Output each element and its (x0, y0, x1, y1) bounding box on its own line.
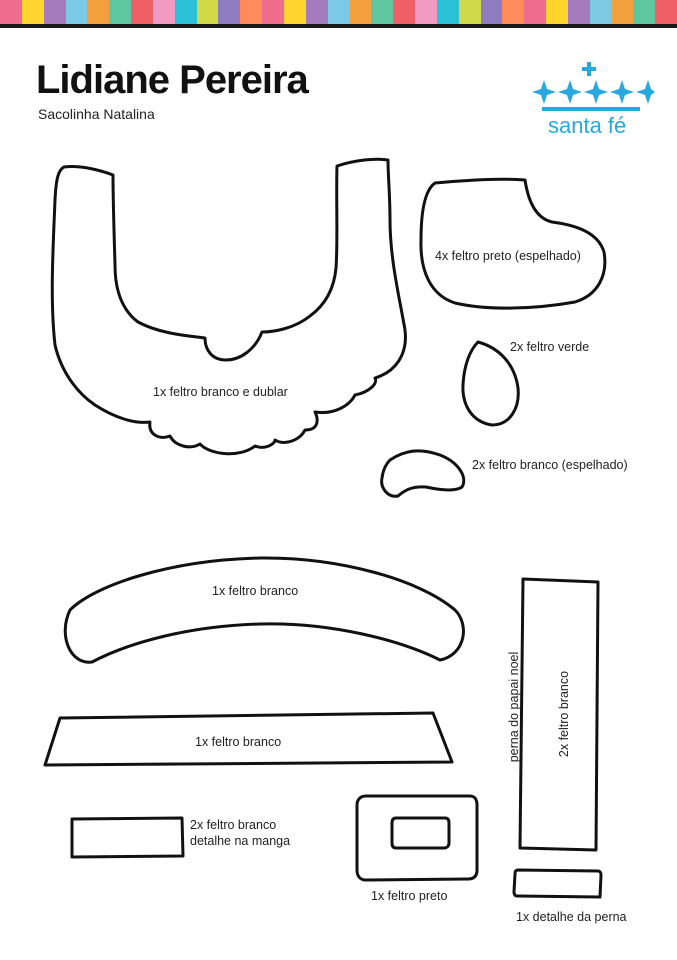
stripe-segment (436, 0, 459, 27)
buckle-outer-outline (355, 794, 479, 882)
stripe-segment (240, 0, 263, 27)
stripe-segment (415, 0, 437, 27)
page-subtitle: Sacolinha Natalina (38, 106, 155, 122)
stripe-segment (21, 0, 44, 27)
stars-cross-icon (532, 62, 655, 111)
stripe-segment (87, 0, 110, 27)
strip-label: 1x feltro branco (195, 735, 282, 749)
leg-detail-label: 1x detalhe da perna (516, 910, 627, 924)
leg-label: 2x feltro branco (557, 670, 571, 758)
logo-text: santa fé (548, 113, 627, 138)
buckle-label: 1x feltro preto (371, 889, 448, 903)
stripe-segment (131, 0, 153, 27)
stripe-segment (262, 0, 284, 27)
boot-piece-outline (419, 177, 607, 310)
stripe-segment (0, 0, 22, 27)
leaf-label: 2x feltro verde (510, 340, 590, 354)
arc-piece-outline (63, 556, 465, 664)
stripe-segment (174, 0, 197, 27)
stripe-underline (0, 24, 677, 28)
stripe-segment (458, 0, 481, 27)
leaf-piece-outline (461, 340, 520, 427)
arc-label: 1x feltro branco (212, 584, 299, 598)
stripe-segment (349, 0, 372, 27)
leg-detail-outline (512, 868, 603, 899)
stripe-segment (567, 0, 590, 27)
stripe-segment (502, 0, 525, 27)
stripe-segment (546, 0, 568, 27)
stripe-segment (109, 0, 132, 27)
page-title: Lidiane Pereira (36, 58, 309, 102)
stripe-segment (589, 0, 612, 27)
stripe-segment (283, 0, 306, 27)
stripe-segment (393, 0, 416, 27)
beard-piece-outline (50, 157, 407, 456)
bean-label: 2x feltro branco (espelhado) (472, 458, 628, 472)
stripe-segment (305, 0, 328, 27)
stripe-segment (152, 0, 175, 27)
bean-piece-outline (380, 449, 466, 498)
stripe-segment (655, 0, 677, 27)
color-stripe-banner (0, 0, 677, 27)
stripe-segment (633, 0, 656, 27)
strip-piece-outline (43, 711, 454, 767)
stripe-segment (611, 0, 634, 27)
stripe-segment (327, 0, 350, 27)
stripe-segment (371, 0, 394, 27)
beard-label: 1x feltro branco e dublar (153, 385, 288, 399)
leg-piece-outline (518, 577, 600, 852)
leg-side-label: perna do papai noel (507, 651, 521, 763)
boot-label: 4x feltro preto (espelhado) (435, 249, 581, 263)
stripe-segment (524, 0, 547, 27)
stripe-segment (196, 0, 219, 27)
buckle-inner-outline (390, 816, 451, 850)
stripe-segment (65, 0, 88, 27)
sleeve-label-line2: detalhe na manga (190, 834, 291, 848)
sleeve-piece-outline (70, 816, 185, 859)
stripe-segment (480, 0, 503, 27)
stripe-segment (43, 0, 66, 27)
sleeve-label-line1: 2x feltro branco (190, 818, 277, 832)
stripe-segment (218, 0, 241, 27)
